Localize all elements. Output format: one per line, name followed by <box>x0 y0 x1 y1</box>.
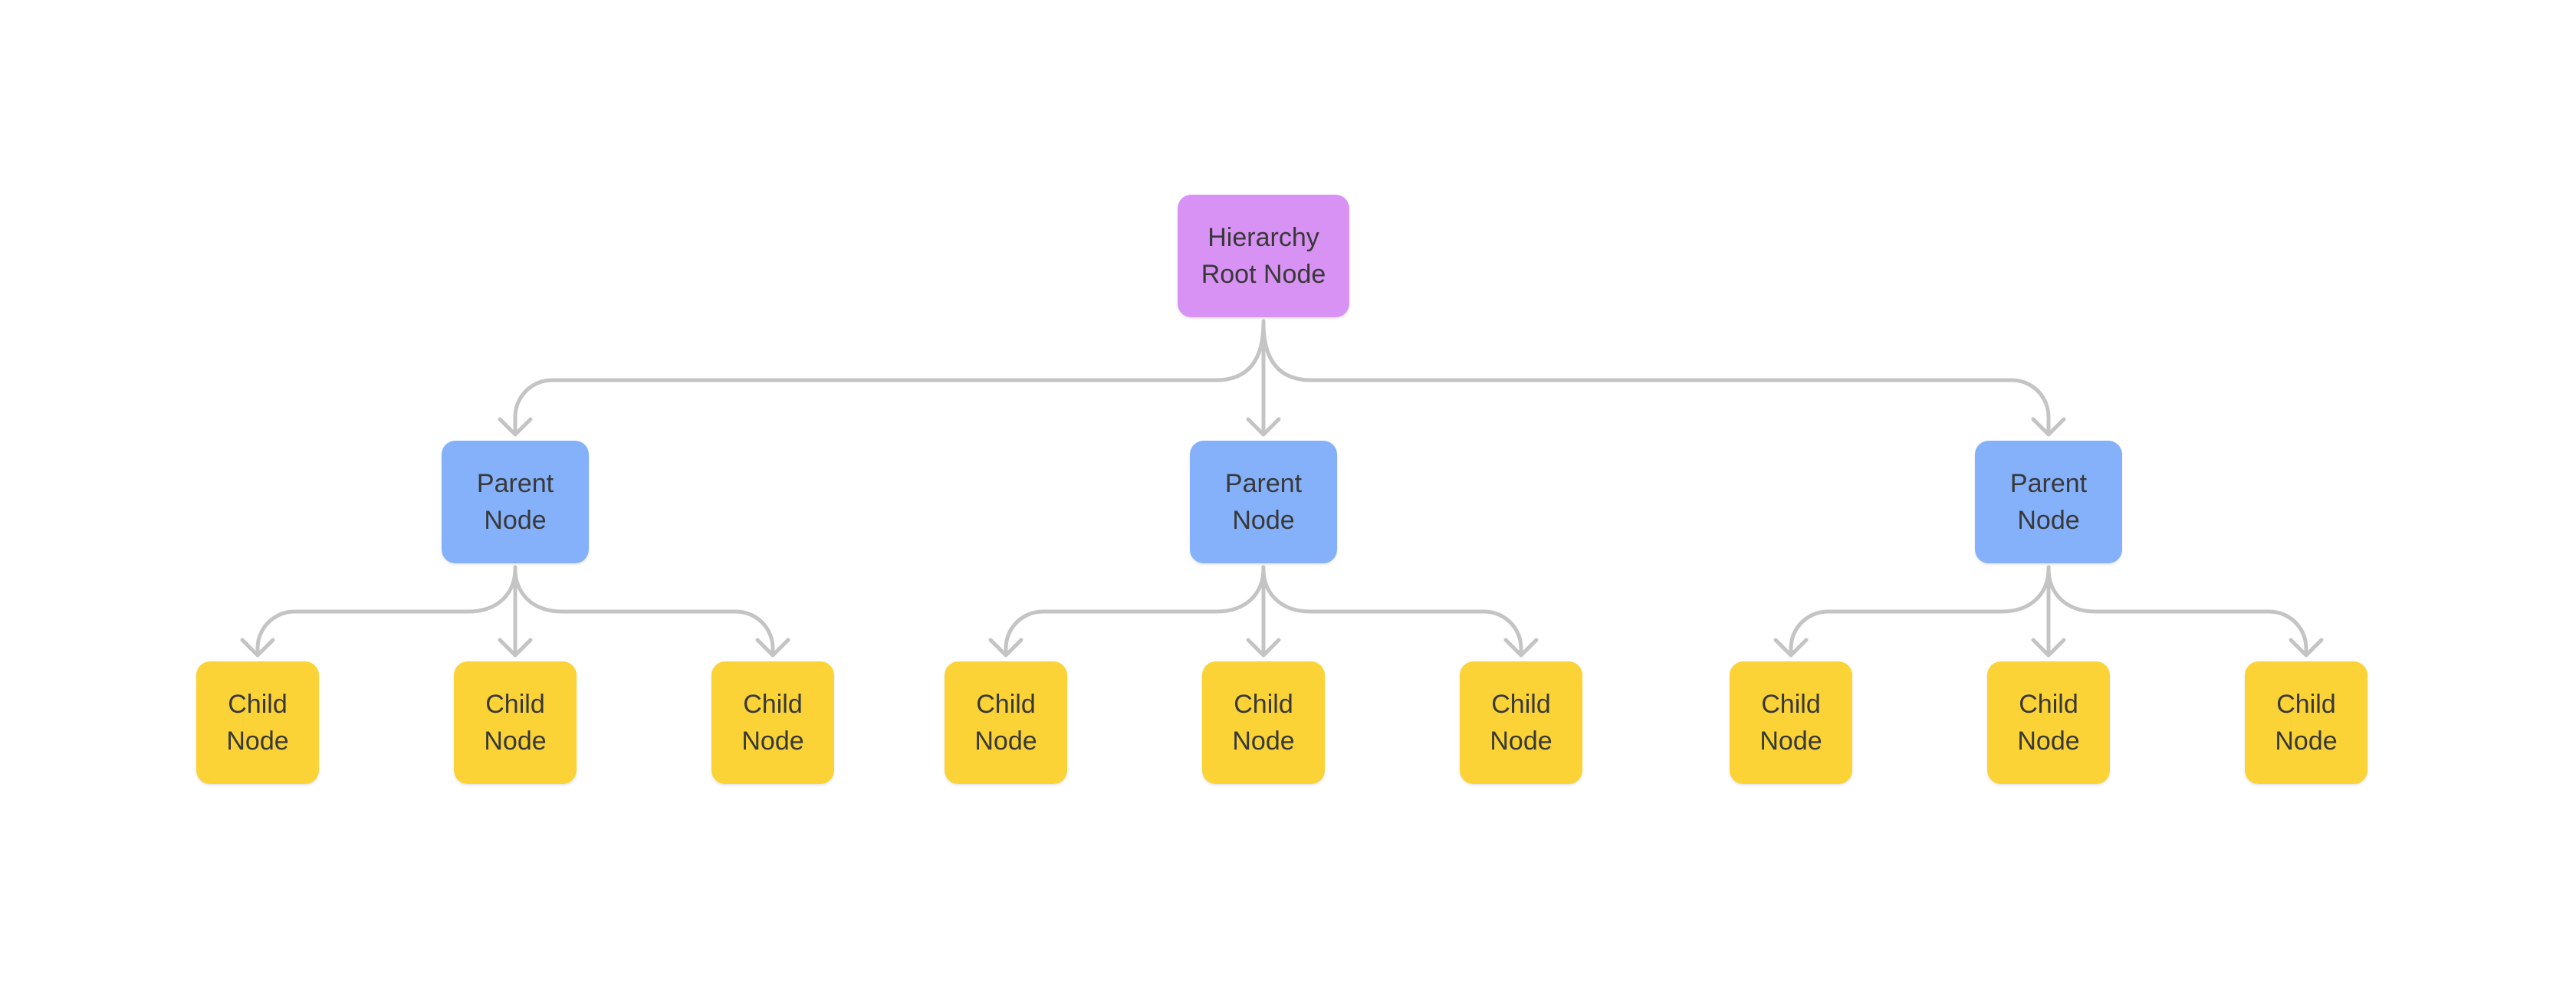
node-label: Parent Node <box>476 469 554 535</box>
arrowhead-icon <box>1773 638 1809 658</box>
node-label: Hierarchy Root Node <box>1201 223 1326 289</box>
node-label: Child Node <box>974 690 1037 756</box>
node-label: Child Node <box>2017 690 2080 756</box>
parent-3-node[interactable]: Parent Node <box>1975 441 2122 563</box>
arrowhead-icon <box>755 638 790 658</box>
child-6-node[interactable]: Child Node <box>1460 661 1582 784</box>
child-9-node[interactable]: Child Node <box>2245 661 2367 784</box>
arrowhead-icon <box>240 638 275 658</box>
child-3-node[interactable]: Child Node <box>711 661 834 784</box>
node-label: Parent Node <box>1224 469 1303 535</box>
arrowhead-icon <box>2031 638 2066 658</box>
arrowhead-icon <box>498 638 533 658</box>
node-label: Parent Node <box>2009 469 2088 535</box>
edge <box>255 566 518 658</box>
arrowhead-icon <box>1503 638 1539 658</box>
edge <box>1004 566 1266 658</box>
child-5-node[interactable]: Child Node <box>1202 661 1325 784</box>
edge <box>513 320 1266 437</box>
edge <box>2046 566 2308 658</box>
arrowhead-icon <box>1246 638 1281 658</box>
child-2-node[interactable]: Child Node <box>454 661 577 784</box>
node-label: Child Node <box>1232 690 1295 756</box>
arrowhead-icon <box>2288 638 2324 658</box>
edge <box>1261 320 2051 437</box>
node-label: Child Node <box>484 690 547 756</box>
arrowhead-icon <box>1246 417 1281 437</box>
edge <box>1261 566 1523 658</box>
node-label: Child Node <box>226 690 289 756</box>
child-4-node[interactable]: Child Node <box>945 661 1067 784</box>
arrowhead-icon <box>498 417 533 437</box>
child-8-node[interactable]: Child Node <box>1987 661 2110 784</box>
node-label: Child Node <box>741 690 804 756</box>
edge <box>513 566 775 658</box>
child-1-node[interactable]: Child Node <box>196 661 319 784</box>
node-label: Child Node <box>1490 690 1552 756</box>
child-7-node[interactable]: Child Node <box>1730 661 1852 784</box>
edge <box>1789 566 2051 658</box>
root-node[interactable]: Hierarchy Root Node <box>1178 195 1349 317</box>
node-label: Child Node <box>1760 690 1822 756</box>
arrowhead-icon <box>988 638 1024 658</box>
parent-1-node[interactable]: Parent Node <box>442 441 589 563</box>
node-label: Child Node <box>2275 690 2338 756</box>
arrowhead-icon <box>2031 417 2066 437</box>
parent-2-node[interactable]: Parent Node <box>1190 441 1337 563</box>
